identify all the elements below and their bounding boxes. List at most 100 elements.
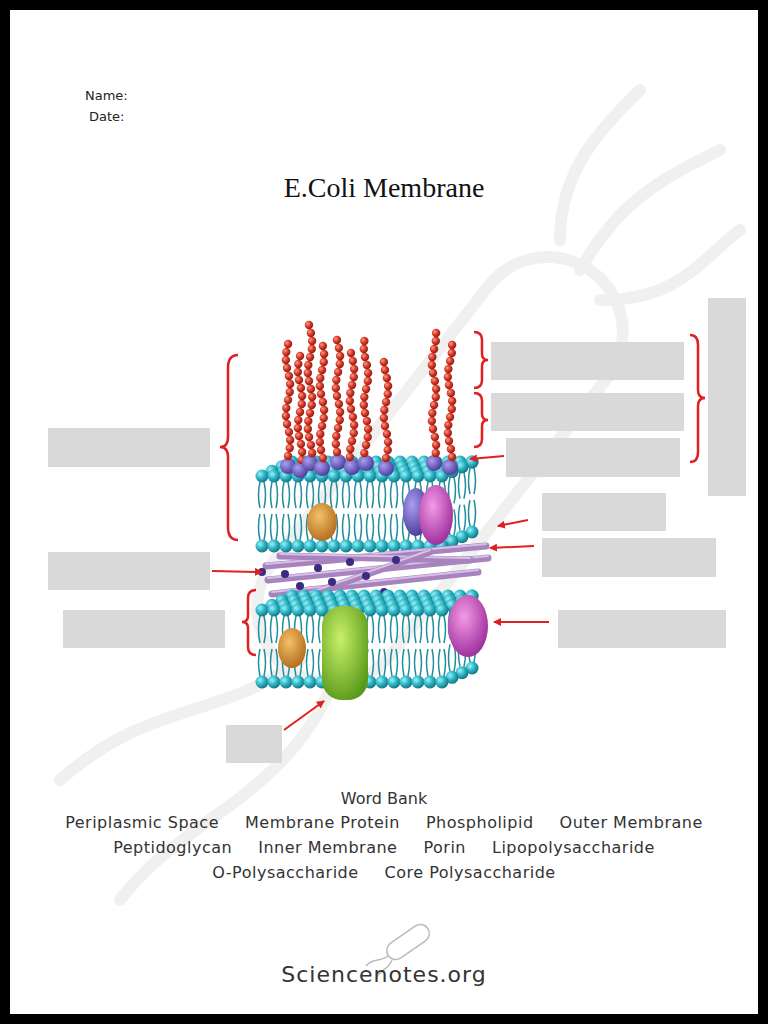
- phospholipid-head: [256, 540, 269, 553]
- site-credit: Sciencenotes.org: [10, 962, 758, 987]
- lipid-tail: [367, 514, 369, 540]
- lipid-tail: [391, 482, 393, 508]
- phospholipid-head: [436, 676, 449, 689]
- lps-core: [314, 460, 330, 476]
- phospholipid-head: [292, 604, 305, 617]
- o-polysaccharide-bead: [429, 425, 437, 433]
- o-polysaccharide-bead: [360, 393, 368, 401]
- o-polysaccharide-bead: [448, 453, 456, 461]
- o-polysaccharide-bead: [317, 390, 325, 398]
- o-polysaccharide-bead: [380, 406, 388, 414]
- lipid-tail: [300, 482, 302, 508]
- lipid-tail: [384, 514, 386, 540]
- lipid-tail: [379, 616, 381, 643]
- o-polysaccharide-bead: [298, 448, 306, 456]
- o-polysaccharide-bead: [333, 448, 341, 456]
- o-polysaccharide-bead: [446, 357, 454, 365]
- phospholipid-head: [292, 676, 305, 689]
- o-polysaccharide-bead: [334, 368, 342, 376]
- lps-core: [330, 454, 346, 470]
- o-polysaccharide-bead: [286, 380, 294, 388]
- o-polysaccharide-bead: [285, 428, 293, 436]
- lipid-tail: [312, 482, 314, 508]
- phospholipid-head: [316, 540, 329, 553]
- o-polysaccharide-bead: [333, 392, 341, 400]
- o-polysaccharide-bead: [384, 438, 392, 446]
- answer-box: [491, 393, 684, 431]
- lipid-tail: [415, 649, 417, 676]
- o-polysaccharide-bead: [360, 449, 368, 457]
- lipid-tail: [459, 505, 461, 531]
- o-polysaccharide-bead: [304, 417, 312, 425]
- o-polysaccharide-bead: [362, 385, 370, 393]
- phospholipid-head: [268, 676, 281, 689]
- answer-boxes: [48, 298, 746, 763]
- o-polysaccharide-bead: [332, 376, 340, 384]
- membrane-protein: [307, 503, 337, 541]
- phospholipid-head: [280, 604, 293, 617]
- o-polysaccharide-bead: [332, 440, 340, 448]
- lipid-tail: [276, 649, 278, 676]
- leader-arrow: [494, 621, 549, 623]
- peptidoglycan-strand: [266, 544, 486, 564]
- o-polysaccharide-bead: [308, 449, 316, 457]
- membrane-drawing: [256, 321, 489, 700]
- phospholipid-head: [364, 470, 377, 483]
- lipid-tail: [469, 500, 471, 526]
- phospholipid-head: [376, 676, 389, 689]
- o-polysaccharide-bead: [382, 398, 390, 406]
- lipid-tail: [379, 514, 381, 540]
- o-polysaccharide-bead: [320, 414, 328, 422]
- lipid-tail: [391, 649, 393, 676]
- lipid-tail: [343, 514, 345, 540]
- lipid-tail: [469, 468, 471, 494]
- o-polysaccharide-bead: [316, 382, 324, 390]
- o-polysaccharide-bead: [346, 389, 354, 397]
- lipid-tail: [355, 482, 357, 508]
- word-bank-term: O-Polysaccharide: [212, 863, 358, 882]
- peptide-crosslink: [314, 564, 322, 572]
- o-polysaccharide-bead: [305, 377, 313, 385]
- lipid-tail: [348, 514, 350, 540]
- lipid-tail: [336, 482, 338, 508]
- o-polysaccharide-bead: [428, 353, 436, 361]
- o-polysaccharide-bead: [283, 420, 291, 428]
- o-polysaccharide-bead: [364, 425, 372, 433]
- o-polysaccharide-bead: [444, 373, 452, 381]
- o-polysaccharide-bead: [360, 401, 368, 409]
- lipid-tail: [415, 616, 417, 643]
- o-polysaccharide-bead: [298, 392, 306, 400]
- leader-arrow: [498, 520, 528, 526]
- o-polysaccharide-bead: [446, 413, 454, 421]
- lipid-tail: [276, 616, 278, 643]
- lipid-tail: [396, 514, 398, 540]
- o-polysaccharide-bead: [336, 352, 344, 360]
- lipid-tail: [432, 649, 434, 676]
- phospholipid-head: [304, 604, 317, 617]
- o-polysaccharide-bead: [430, 401, 438, 409]
- o-polysaccharide-bead: [294, 368, 302, 376]
- o-polysaccharide-bead: [334, 424, 342, 432]
- peptide-crosslink: [328, 578, 336, 586]
- lipid-tail: [307, 649, 309, 676]
- lipid-tail: [459, 473, 461, 499]
- lipid-tail: [449, 644, 451, 671]
- phospholipid-head: [268, 604, 281, 617]
- phospholipid-head: [412, 676, 425, 689]
- word-bank-term: Inner Membrane: [258, 838, 397, 857]
- phospholipid-head: [292, 540, 305, 553]
- phospholipid-head: [424, 604, 437, 617]
- o-polysaccharide-bead: [431, 377, 439, 385]
- o-polysaccharide-bead: [306, 353, 314, 361]
- lipid-tail: [396, 616, 398, 643]
- lipid-tail: [331, 482, 333, 508]
- lipid-tail: [264, 649, 266, 676]
- o-polysaccharide-bead: [382, 454, 390, 462]
- o-polysaccharide-bead: [349, 357, 357, 365]
- word-bank-term: Porin: [423, 838, 466, 857]
- o-polysaccharide-bead: [428, 417, 436, 425]
- o-polysaccharide-bead: [295, 432, 303, 440]
- o-polysaccharide-bead: [284, 452, 292, 460]
- lipid-tail: [372, 482, 374, 508]
- phospholipid-head: [328, 540, 341, 553]
